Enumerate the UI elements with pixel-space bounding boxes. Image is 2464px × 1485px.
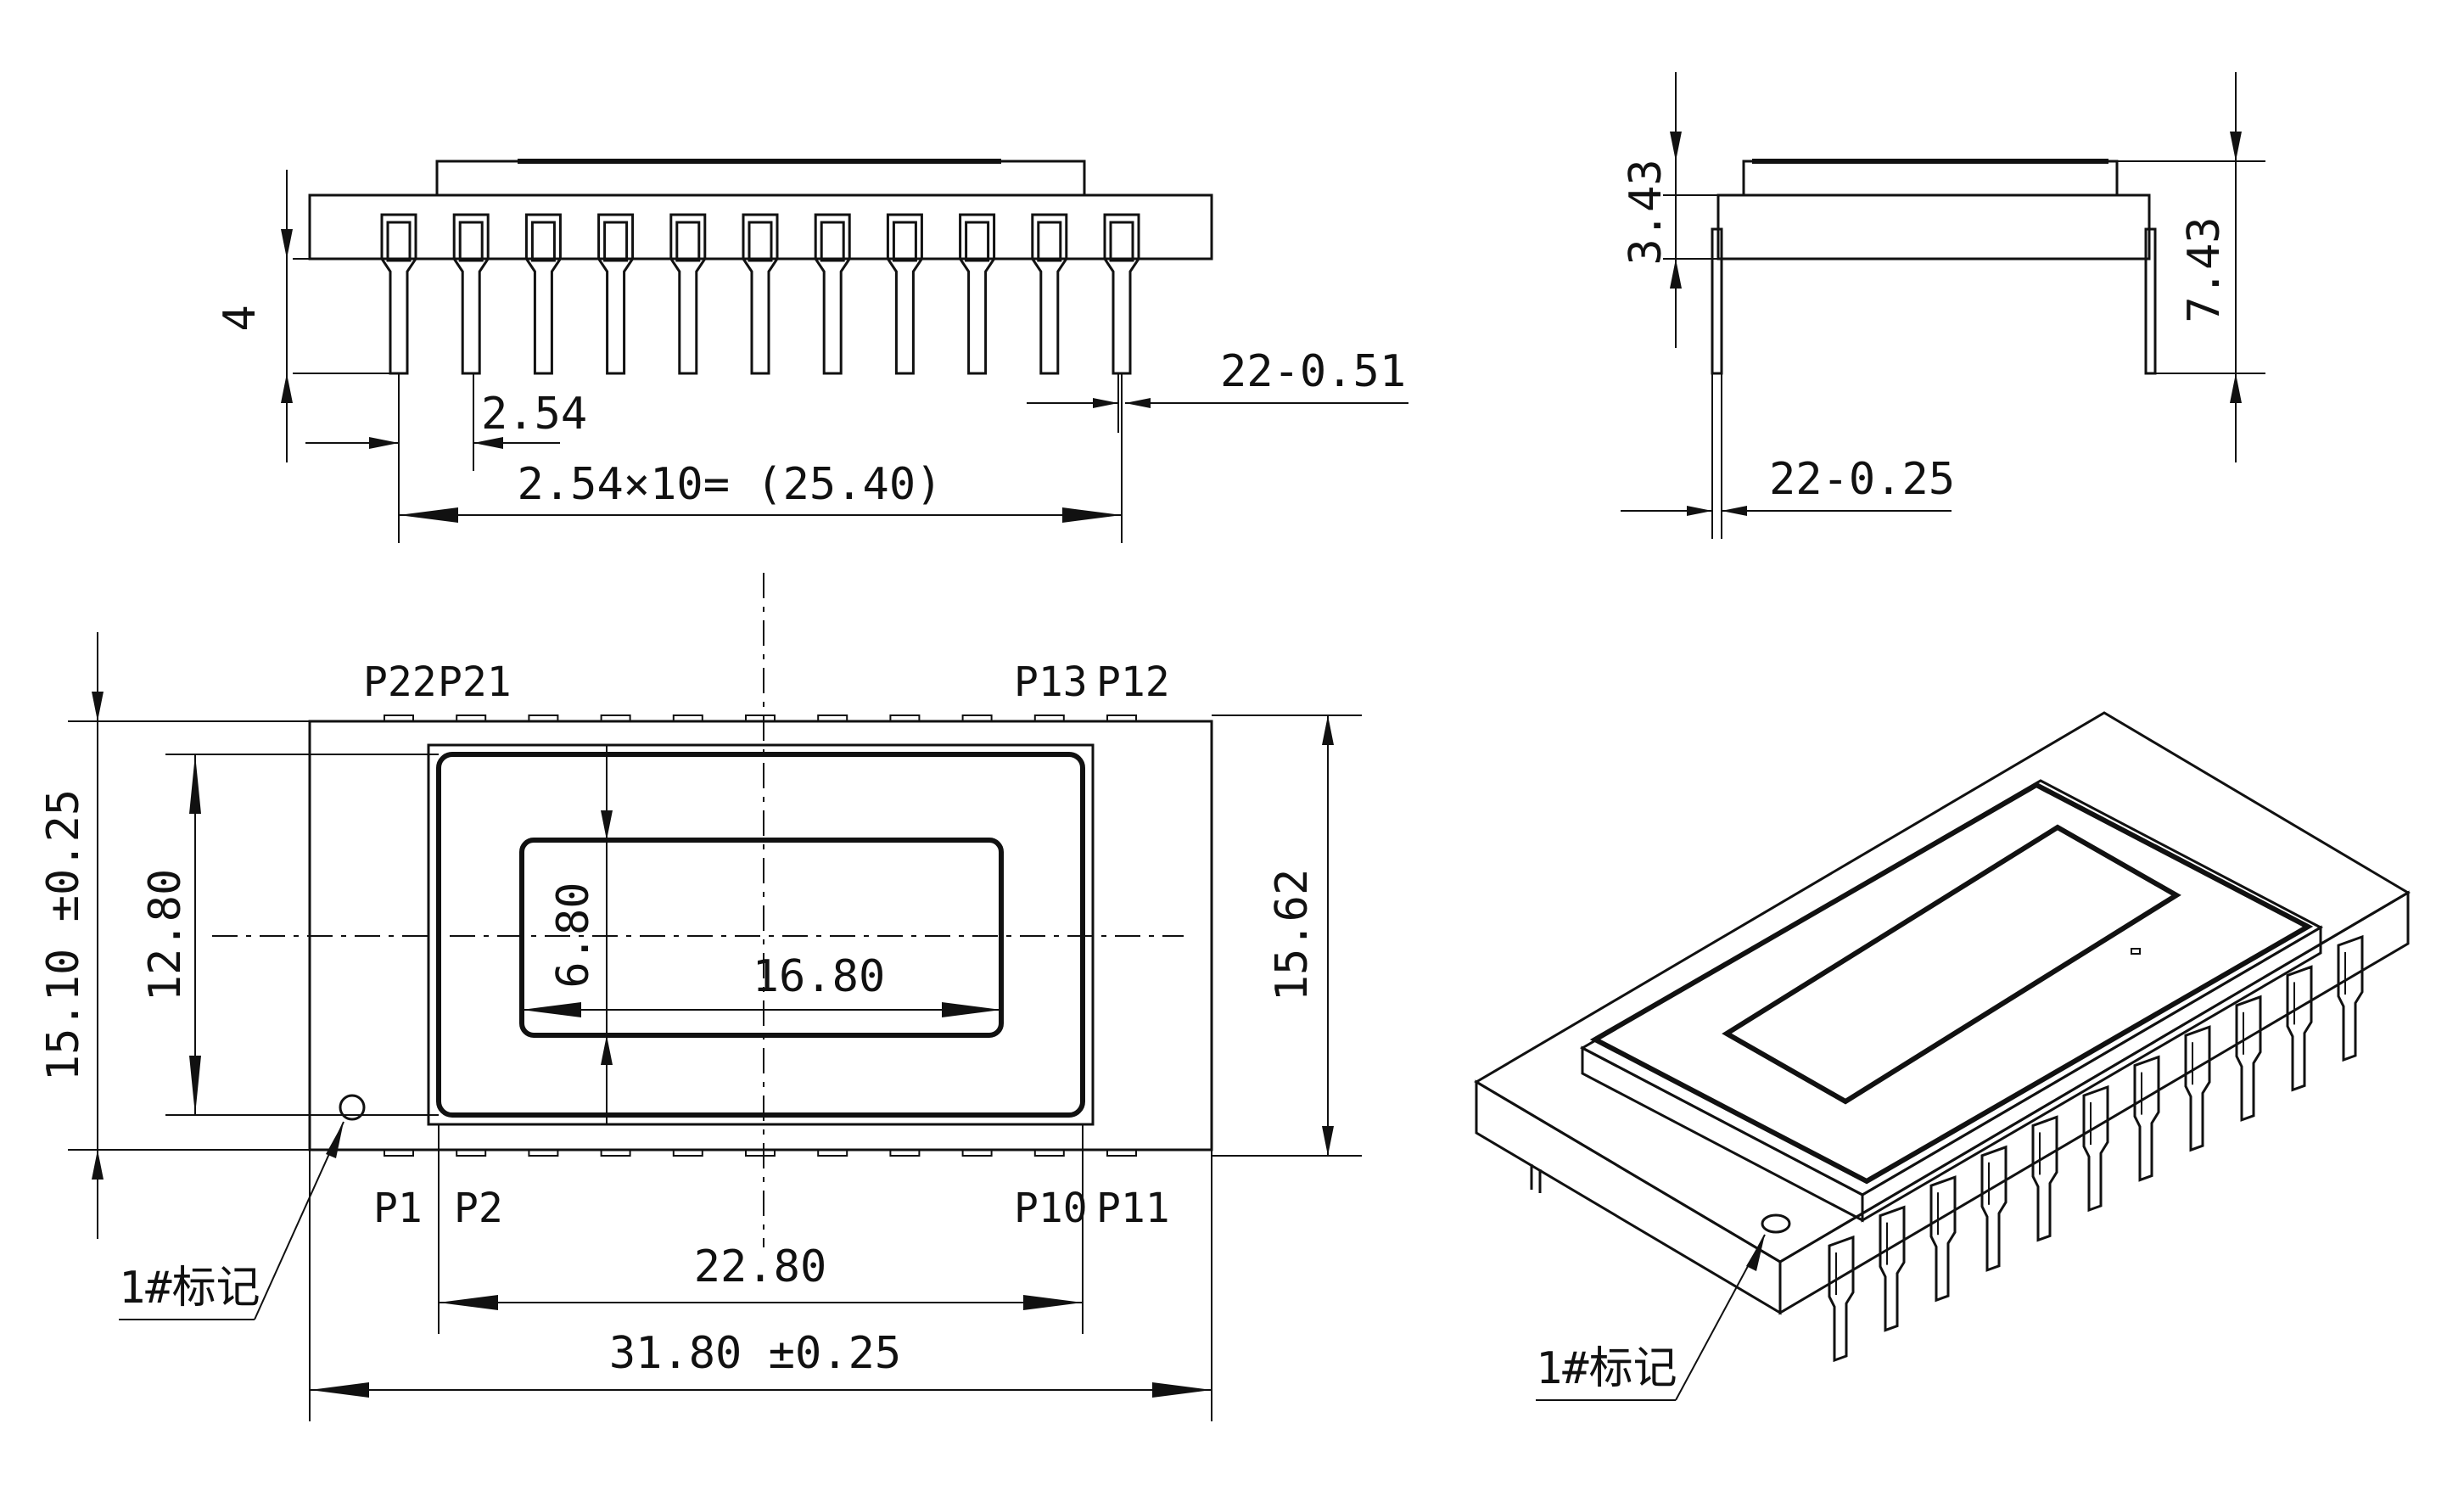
bottom-pin-stub xyxy=(961,1149,993,1157)
dim-body-height: 3.43 xyxy=(1621,159,1672,265)
pin-label-p1: P1 xyxy=(373,1185,423,1232)
front-pin xyxy=(814,213,851,375)
dim-pitch: 2.54 xyxy=(481,389,587,440)
bottom-pin-stub xyxy=(528,1149,559,1157)
front-pin xyxy=(597,213,635,375)
top-view: P22 P21 P13 P12 P1 P2 P10 P11 1#标记 15.10… xyxy=(38,573,1362,1421)
bottom-pin-stub xyxy=(1033,1149,1065,1157)
dim-window-height: 12.80 xyxy=(140,869,191,1002)
front-pin xyxy=(524,213,562,375)
dim-active-height: 6.80 xyxy=(548,882,599,988)
top-pin-stub xyxy=(456,714,487,722)
pin-label-p10: P10 xyxy=(1014,1185,1088,1232)
front-view: 4 2.54 2.54×10= (25.40) 22-0.51 xyxy=(215,159,1408,543)
dim-lead-thickness: 22-0.25 xyxy=(1769,454,1955,505)
front-pin xyxy=(742,213,779,375)
dim-body-length: 31.80 ±0.25 xyxy=(609,1328,901,1379)
pin-label-p22: P22 xyxy=(363,658,437,706)
bottom-pin-stub xyxy=(600,1149,631,1157)
top-pin-stub xyxy=(528,714,559,722)
dim-total-height: 7.43 xyxy=(2179,216,2230,322)
front-pin xyxy=(886,213,923,375)
top-pin-stub xyxy=(672,714,703,722)
iso-pin xyxy=(1980,1145,2008,1272)
bottom-pin-stub xyxy=(817,1149,848,1157)
iso-pin xyxy=(1879,1205,1906,1332)
top-pin-stub xyxy=(817,714,848,722)
bottom-pin-stub xyxy=(1106,1149,1137,1157)
front-pin xyxy=(1031,213,1068,375)
pin-label-p12: P12 xyxy=(1096,658,1170,706)
front-pin xyxy=(452,213,490,375)
isometric-view: 1#标记 xyxy=(1474,711,2411,1401)
iso-pin xyxy=(2133,1055,2160,1182)
front-pin xyxy=(380,213,417,375)
dim-window-width: 22.80 xyxy=(694,1241,827,1292)
side-view: 3.43 7.43 22-0.25 xyxy=(1621,72,2265,539)
dim-front-height: 4 xyxy=(215,305,266,331)
front-pin xyxy=(669,213,707,375)
dim-pin-span: 2.54×10= (25.40) xyxy=(518,459,943,510)
dim-pin-row-span: 15.62 xyxy=(1267,869,1318,1002)
iso-pin xyxy=(2031,1115,2058,1242)
pin-label-p21: P21 xyxy=(438,658,512,706)
pin-label-p11: P11 xyxy=(1096,1185,1170,1232)
pin1-mark-label: 1#标记 xyxy=(119,1263,260,1314)
bottom-pin-stub xyxy=(889,1149,921,1157)
iso-pin xyxy=(1929,1175,1957,1303)
iso-pin xyxy=(1828,1235,1855,1363)
top-pin-stub xyxy=(961,714,993,722)
front-pin xyxy=(959,213,996,375)
top-pin-stub xyxy=(889,714,921,722)
pin-label-p13: P13 xyxy=(1014,658,1088,706)
top-pin-stub xyxy=(600,714,631,722)
iso-pin xyxy=(2337,934,2364,1062)
dim-body-width: 15.10 ±0.25 xyxy=(38,789,89,1081)
top-pin-stub xyxy=(384,714,414,722)
bottom-pin-stub xyxy=(456,1149,487,1157)
bottom-pin-stub xyxy=(745,1149,776,1157)
front-pin xyxy=(1103,213,1140,375)
top-pin-stub xyxy=(1033,714,1065,722)
bottom-pin-stub xyxy=(672,1149,703,1157)
top-pin-stub xyxy=(1106,714,1137,722)
iso-pin xyxy=(2184,1025,2211,1152)
iso-pin xyxy=(2286,965,2313,1092)
dim-active-width: 16.80 xyxy=(753,951,886,1002)
dim-pin-width: 22-0.51 xyxy=(1220,346,1406,397)
iso-pin xyxy=(2235,995,2262,1122)
top-pin-stub xyxy=(745,714,776,722)
iso-pin xyxy=(2082,1084,2109,1213)
iso-pin1-mark-label: 1#标记 xyxy=(1536,1343,1677,1394)
pin-label-p2: P2 xyxy=(454,1185,503,1232)
